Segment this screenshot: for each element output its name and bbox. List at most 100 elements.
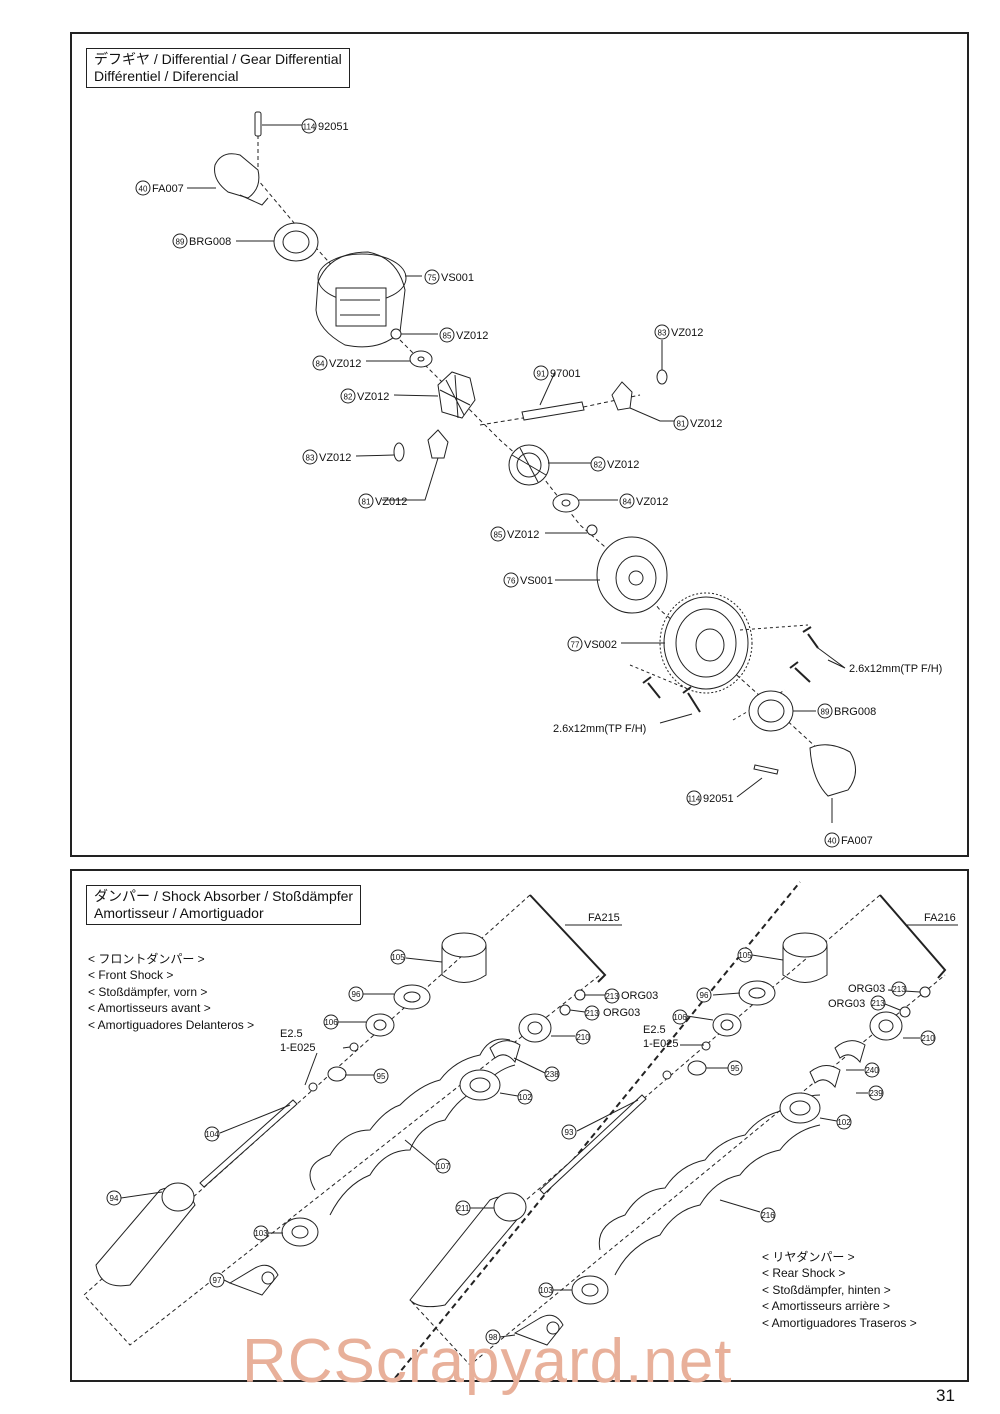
part-callout: 84 VZ012 <box>312 355 361 371</box>
svg-text:BRG008: BRG008 <box>189 236 231 248</box>
front-part-callout: 106 <box>323 1014 339 1030</box>
svg-text:98: 98 <box>489 1333 498 1342</box>
shock-title: ダンパー / Shock Absorber / Stoßdämpfer Amor… <box>86 885 362 925</box>
rear-shock-title-es: < Amortiguadores Traseros > <box>762 1315 917 1330</box>
svg-text:84: 84 <box>316 360 325 369</box>
svg-text:40: 40 <box>828 837 837 846</box>
rear-part-callout: 102 <box>836 1114 852 1130</box>
part-callout: 91 97001 <box>533 365 581 381</box>
svg-text:106: 106 <box>673 1013 687 1022</box>
svg-text:VZ012: VZ012 <box>636 496 668 508</box>
svg-text:93: 93 <box>565 1128 574 1137</box>
svg-text:VZ012: VZ012 <box>357 391 389 403</box>
svg-text:104: 104 <box>205 1130 219 1139</box>
front-part-callout: 210 <box>575 1029 591 1045</box>
part-callout: 40 FA007 <box>824 832 873 848</box>
svg-text:VZ012: VZ012 <box>329 358 361 370</box>
svg-text:91: 91 <box>537 370 546 379</box>
svg-text:84: 84 <box>623 498 632 507</box>
svg-text:83: 83 <box>658 329 667 338</box>
front-part-callout: 105 <box>390 949 406 965</box>
svg-text:114: 114 <box>303 123 316 132</box>
svg-text:105: 105 <box>391 953 405 962</box>
screw-label-right: 2.6x12mm(TP F/H) <box>849 663 942 675</box>
screw-label-left: 2.6x12mm(TP F/H) <box>553 723 646 735</box>
rear-e-ring-code: 1-E025 <box>643 1038 678 1050</box>
rear-part-callout: 93 <box>561 1124 577 1140</box>
part-callout: 84 VZ012 <box>619 493 668 509</box>
svg-text:213: 213 <box>585 1009 599 1018</box>
svg-text:96: 96 <box>700 991 709 1000</box>
differential-title-line1: デフギヤ / Differential / Gear Differential <box>94 51 342 67</box>
svg-text:76: 76 <box>507 577 516 586</box>
rear-part-callout: 213 <box>891 981 907 997</box>
svg-text:77: 77 <box>571 641 580 650</box>
front-part-callout: 107 <box>435 1158 451 1174</box>
part-callout: 89 BRG008 <box>172 233 231 249</box>
part-callout: 75 VS001 <box>424 269 474 285</box>
svg-text:FA007: FA007 <box>841 835 873 847</box>
svg-text:89: 89 <box>176 238 185 247</box>
svg-text:106: 106 <box>324 1018 338 1027</box>
front-shock-title-en: < Front Shock > <box>88 968 174 983</box>
rear-part-callout: 106 <box>672 1009 688 1025</box>
front-part-callout: 94 <box>106 1190 122 1206</box>
front-shock-title-es: < Amortiguadores Delanteros > <box>88 1017 255 1032</box>
shock-callouts: FA215 FA216 E2.5 1-E025 E2.5 1-E025 ORG0… <box>106 912 956 1345</box>
svg-text:95: 95 <box>731 1064 740 1073</box>
svg-text:85: 85 <box>494 531 503 540</box>
page-number: 31 <box>936 1386 955 1405</box>
rear-part-callout: 239 <box>868 1085 884 1101</box>
front-org-label-1: ORG03 <box>621 990 658 1002</box>
svg-text:83: 83 <box>306 454 315 463</box>
rear-part-callout: 240 <box>864 1062 880 1078</box>
rear-shock-heading: < リヤダンパー > < Rear Shock > < Stoßdämpfer,… <box>762 1249 917 1331</box>
rear-org-label-2: ORG03 <box>828 998 865 1010</box>
svg-text:82: 82 <box>594 461 603 470</box>
front-part-callout: 104 <box>204 1126 220 1142</box>
differential-title: デフギヤ / Differential / Gear Differential … <box>86 48 350 88</box>
svg-text:VS001: VS001 <box>441 272 474 284</box>
svg-text:97001: 97001 <box>550 368 581 380</box>
svg-text:103: 103 <box>254 1229 268 1238</box>
svg-text:210: 210 <box>576 1033 590 1042</box>
rear-part-callout: 95 <box>727 1060 743 1076</box>
rear-shock-title-ja: < リヤダンパー > <box>762 1250 855 1264</box>
svg-text:102: 102 <box>837 1118 851 1127</box>
rear-e-ring-size: E2.5 <box>643 1024 666 1036</box>
rear-part-callout: 96 <box>696 987 712 1003</box>
svg-text:210: 210 <box>921 1034 935 1043</box>
svg-text:92051: 92051 <box>318 121 349 133</box>
front-part-callout: 213 <box>584 1005 600 1021</box>
svg-text:238: 238 <box>545 1070 559 1079</box>
svg-text:216: 216 <box>761 1211 775 1220</box>
front-part-callout: 103 <box>253 1225 269 1241</box>
svg-text:107: 107 <box>436 1162 450 1171</box>
front-org-label-2: ORG03 <box>603 1007 640 1019</box>
svg-text:96: 96 <box>352 990 361 999</box>
svg-text:103: 103 <box>539 1286 553 1295</box>
rear-part-callout: 213 <box>870 995 886 1011</box>
svg-text:VZ012: VZ012 <box>319 452 351 464</box>
part-callout: 82 VZ012 <box>340 388 389 404</box>
svg-text:VZ012: VZ012 <box>671 327 703 339</box>
svg-text:85: 85 <box>443 332 452 341</box>
svg-text:211: 211 <box>457 1204 470 1213</box>
svg-text:105: 105 <box>738 951 752 960</box>
svg-text:82: 82 <box>344 393 353 402</box>
rear-shock-title-fr: < Amortisseurs arrière > <box>762 1299 891 1314</box>
svg-text:VZ012: VZ012 <box>456 330 488 342</box>
front-shock-title-de: < Stoßdämpfer, vorn > <box>88 984 208 999</box>
rear-shock-title-en: < Rear Shock > <box>762 1266 846 1281</box>
svg-text:75: 75 <box>428 274 437 283</box>
rear-part-callout: 210 <box>920 1030 936 1046</box>
svg-text:92051: 92051 <box>703 793 734 805</box>
rear-shock-title-de: < Stoßdämpfer, hinten > <box>762 1282 891 1297</box>
